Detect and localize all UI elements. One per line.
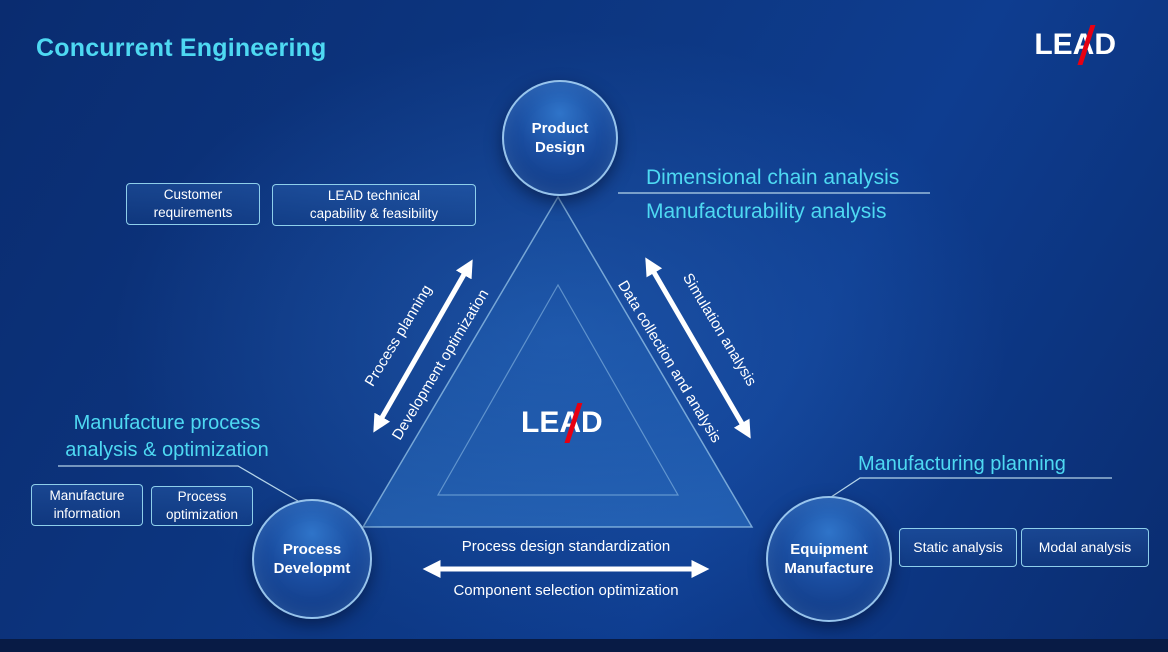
- edge-label-data-collection: Data collection and analysis: [614, 277, 725, 446]
- chip-manufacture-information: Manufacture information: [31, 484, 143, 526]
- node-equipment-manufacture: Equipment Manufacture: [766, 496, 892, 622]
- chip-modal-analysis: Modal analysis: [1021, 528, 1149, 567]
- annotation-manufacture-process: Manufacture process analysis & optimizat…: [65, 412, 269, 461]
- edge-label-development-optimization: Development optimization: [388, 286, 493, 444]
- outer-triangle: [361, 195, 754, 528]
- chip-static-analysis: Static analysis: [899, 528, 1017, 567]
- logo-letter-a: A: [1073, 24, 1095, 65]
- edge-label-process-design-standardization: Process design standardization: [461, 538, 671, 555]
- bottom-strip: [0, 639, 1168, 652]
- node-product-design: Product Design: [502, 80, 618, 196]
- logo-letter-d: D: [1094, 28, 1116, 61]
- edge-label-component-selection-optimization: Component selection optimization: [453, 582, 679, 599]
- center-logo-letter-a: A: [559, 402, 582, 443]
- chip-customer-requirements: Customer requirements: [126, 183, 260, 225]
- node-process-development: Process Developmt: [252, 499, 372, 619]
- manufacturing-planning-callout-line: [821, 477, 1112, 504]
- logo-letters-le: LE: [1034, 28, 1073, 61]
- annotation-manufacturability: Manufacturability analysis: [646, 200, 887, 223]
- center-logo-letter-d: D: [581, 406, 603, 439]
- annotation-dimensional-chain: Dimensional chain analysis: [646, 166, 900, 189]
- lead-logo: LEAD: [1034, 24, 1116, 65]
- center-lead-logo: LEAD: [521, 402, 603, 443]
- chip-process-optimization: Process optimization: [151, 486, 253, 526]
- center-logo-letters-le: LE: [521, 406, 560, 439]
- annotation-manufacturing-planning: Manufacturing planning: [858, 453, 1066, 475]
- page-title: Concurrent Engineering: [36, 34, 327, 62]
- chip-lead-capability: LEAD technical capability & feasibility: [272, 184, 476, 226]
